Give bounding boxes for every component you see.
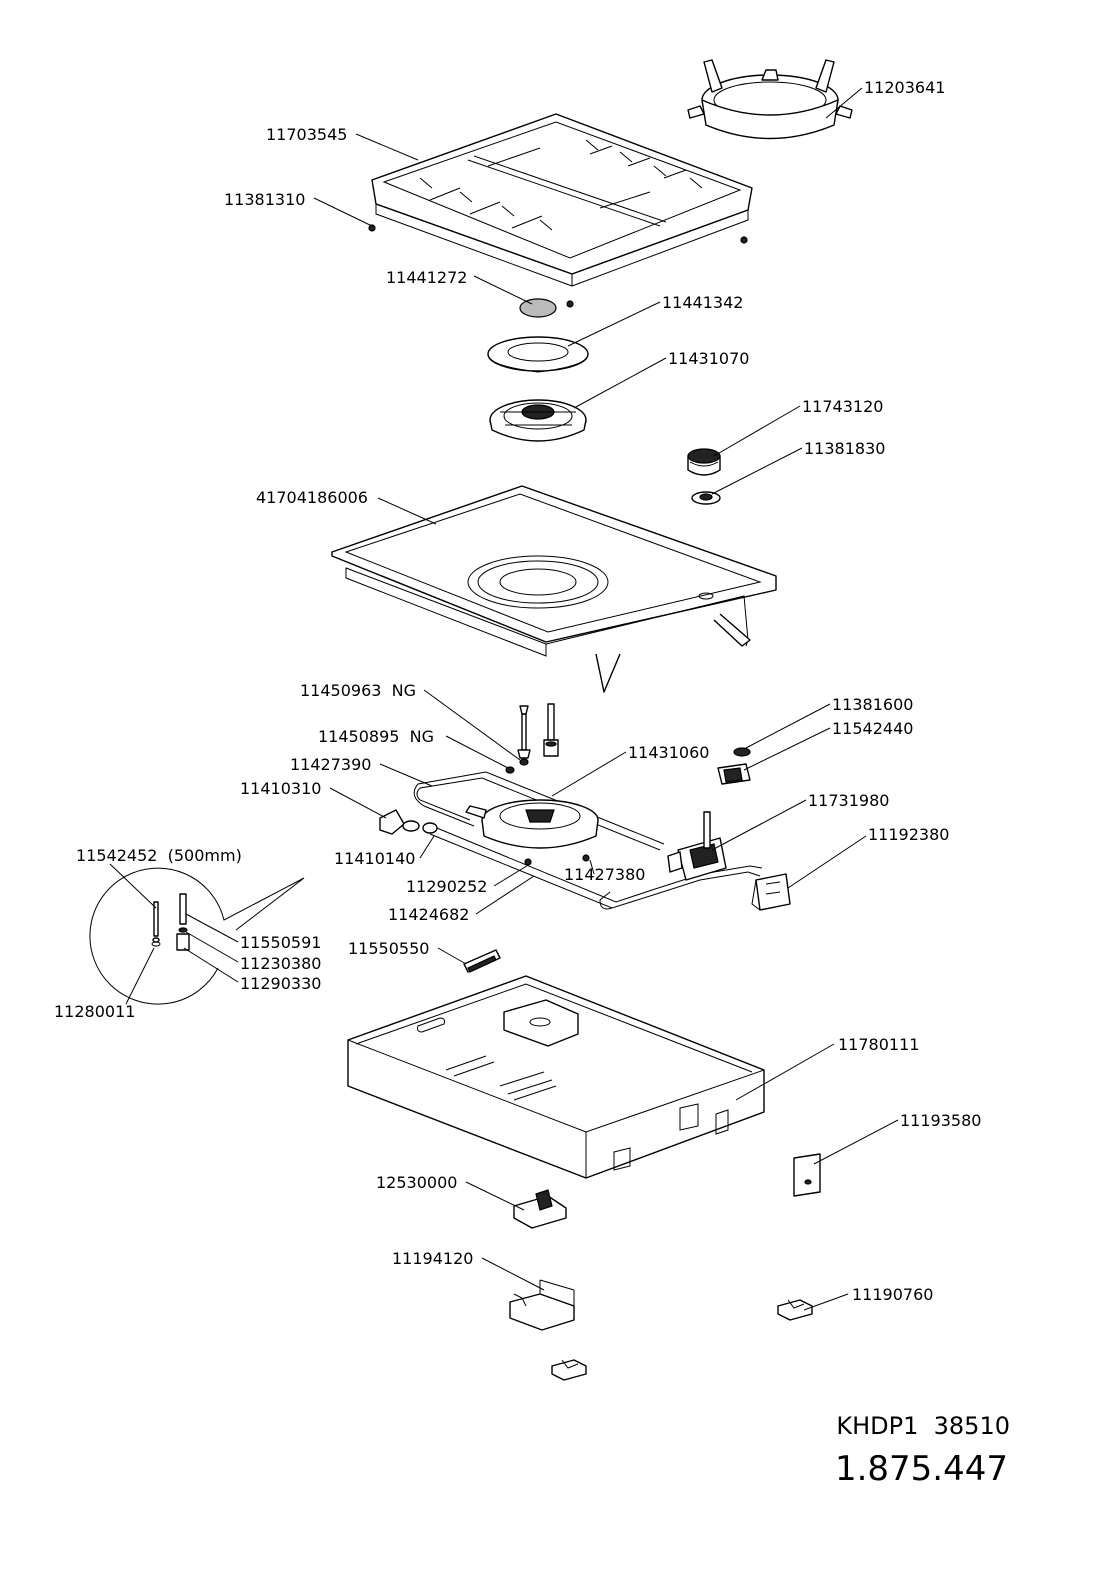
grate-foot-part <box>368 224 748 308</box>
wok-ring-part <box>687 59 853 140</box>
label-part-11290330: 11290330 <box>240 974 321 993</box>
knob-part <box>687 448 721 476</box>
label-part-12530000: 12530000 <box>376 1173 457 1192</box>
top-panel-part <box>331 485 777 693</box>
label-part-11542452: 11542452 (500mm) <box>76 846 242 865</box>
label-part-11194120: 11194120 <box>392 1249 473 1268</box>
label-part-11441342: 11441342 <box>662 293 743 312</box>
label-part-11427390: 11427390 <box>290 755 371 774</box>
label-part-11424682: 11424682 <box>388 905 469 924</box>
burner-part <box>489 399 587 442</box>
label-part-11703545: 11703545 <box>266 125 347 144</box>
mounting-bracket-part <box>509 1279 575 1331</box>
spark-module-part <box>463 949 501 973</box>
thermocouple-part <box>517 705 531 759</box>
burner-cap-part <box>519 298 557 318</box>
document-number: 1.875.447 <box>835 1449 1008 1489</box>
label-part-11731980: 11731980 <box>808 791 889 810</box>
label-part-11431070: 11431070 <box>668 349 749 368</box>
bottom-box-part <box>347 975 765 1179</box>
label-part-11780111: 11780111 <box>838 1035 919 1054</box>
label-part-11192380: 11192380 <box>868 825 949 844</box>
gas-tube-part <box>413 771 763 910</box>
detail-callout <box>89 867 305 1005</box>
mounting-clip-part <box>777 1299 813 1321</box>
label-part-11381830: 11381830 <box>804 439 885 458</box>
label-part-11410140: 11410140 <box>334 849 415 868</box>
grate-part <box>371 113 753 287</box>
label-part-11203641: 11203641 <box>864 78 945 97</box>
nut-part <box>505 758 529 774</box>
gas-valve-part <box>667 811 727 881</box>
label-part-11550591: 11550591 <box>240 933 321 952</box>
cover-plate-part <box>793 1153 821 1197</box>
label-part-11381310: 11381310 <box>224 190 305 209</box>
burner-base-part <box>465 799 599 849</box>
label-part-11280011: 11280011 <box>54 1002 135 1021</box>
label-part-11743120: 11743120 <box>802 397 883 416</box>
elbow-fitting-part <box>379 809 438 835</box>
label-part-11450895: 11450895 NG <box>318 727 434 746</box>
detail-thermocouple-part <box>151 901 161 947</box>
leader-lines <box>109 87 899 1311</box>
label-part-11410310: 11410310 <box>240 779 321 798</box>
label-part-11230380: 11230380 <box>240 954 321 973</box>
label-part-11290252: 11290252 <box>406 877 487 896</box>
label-part-11450963: 11450963 NG <box>300 681 416 700</box>
detail-injector-part <box>176 893 190 951</box>
model-number: KHDP1 38510 <box>836 1412 1010 1440</box>
label-part-11190760: 11190760 <box>852 1285 933 1304</box>
burner-ring-part <box>487 336 589 373</box>
label-part-11431060: 11431060 <box>628 743 709 762</box>
label-part-11381600: 11381600 <box>832 695 913 714</box>
injector-part <box>543 703 559 757</box>
label-part-11193580: 11193580 <box>900 1111 981 1130</box>
label-part-11441272: 11441272 <box>386 268 467 287</box>
knob-bezel-part <box>691 491 721 505</box>
label-part-11542440: 11542440 <box>832 719 913 738</box>
screw-part <box>524 854 590 866</box>
igniter-switch-part <box>717 747 751 785</box>
label-part-11427380: 11427380 <box>564 865 645 884</box>
label-part-11550550: 11550550 <box>348 939 429 958</box>
valve-bracket-part <box>751 873 791 911</box>
switch-module-part <box>513 1189 567 1229</box>
label-part-41704186006: 41704186006 <box>256 488 368 507</box>
mounting-clip-part-2 <box>551 1359 587 1381</box>
